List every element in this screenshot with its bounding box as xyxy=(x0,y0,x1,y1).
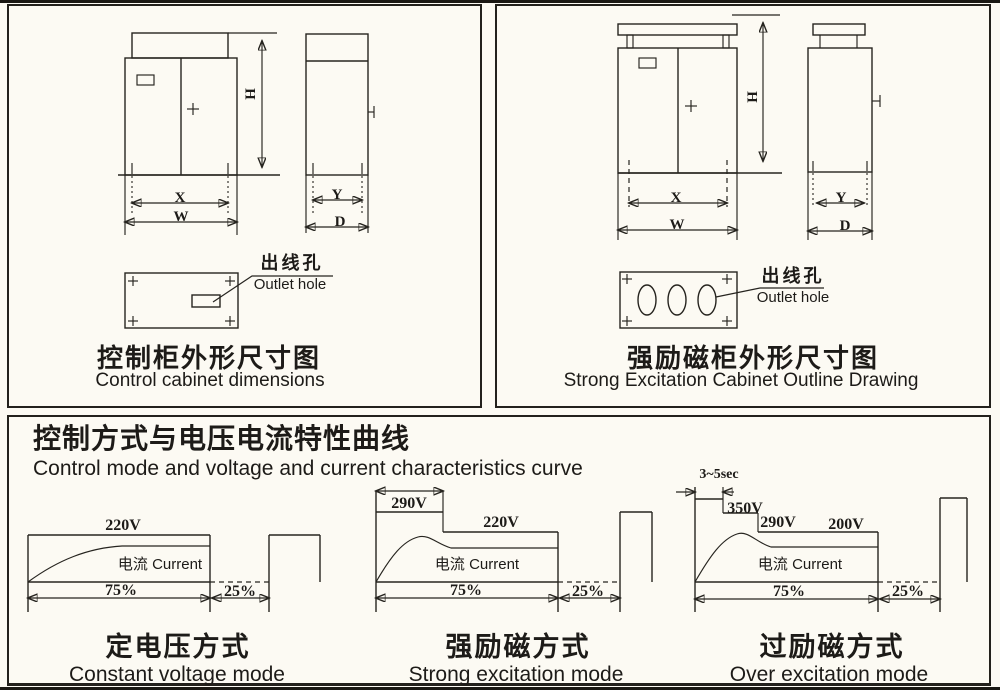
curves-panel xyxy=(7,415,991,686)
excitation-outlet-label-zh: 出线孔 xyxy=(761,266,825,286)
over-excitation-graph xyxy=(676,487,968,612)
control-side-view xyxy=(306,33,375,233)
excitation-dim-d-label: D xyxy=(839,218,851,234)
mode3-current-label: 电流 Current xyxy=(757,556,843,573)
excitation-dim-x-label: X xyxy=(670,190,682,206)
mode3-75pct-label: 75% xyxy=(773,583,805,600)
mode3-voltage-200v: 200V xyxy=(828,516,864,533)
curves-title-zh: 控制方式与电压电流特性曲线 xyxy=(33,423,411,454)
excitation-dim-w-label: W xyxy=(669,217,685,233)
excitation-outlet-label-en: Outlet hole xyxy=(756,289,830,306)
mode2-25pct-label: 25% xyxy=(572,583,604,600)
page-top-edge xyxy=(0,0,1000,3)
mode3-voltage-350v: 350V xyxy=(727,500,763,517)
control-dim-w-label: W xyxy=(173,209,189,225)
mode3-voltage-290v: 290V xyxy=(760,514,796,531)
page-bottom-edge xyxy=(0,687,1000,690)
control-front-view xyxy=(118,32,280,235)
mode2-name-en: Strong excitation mode xyxy=(408,663,624,686)
mode1-75pct-label: 75% xyxy=(105,582,137,599)
mode2-name-zh: 强励磁方式 xyxy=(445,632,591,662)
constant-voltage-graph xyxy=(28,534,321,612)
control-dim-d-label: D xyxy=(334,214,346,230)
excitation-front-view xyxy=(618,14,782,240)
excitation-panel-title-zh: 强励磁柜外形尺寸图 xyxy=(626,343,880,373)
mode1-current-label: 电流 Current xyxy=(117,556,203,573)
mode1-name-zh: 定电压方式 xyxy=(105,632,251,662)
excitation-bottom-view xyxy=(619,271,824,329)
control-panel-title-en: Control cabinet dimensions xyxy=(95,370,325,391)
control-panel-title-zh: 控制柜外形尺寸图 xyxy=(96,343,322,373)
mode1-25pct-label: 25% xyxy=(224,583,256,600)
strong-excitation-graph xyxy=(376,491,653,612)
mode2-voltage-220v: 220V xyxy=(483,514,519,531)
excitation-dim-y-label: Y xyxy=(835,190,847,206)
mode3-name-zh: 过励磁方式 xyxy=(759,632,905,662)
control-cabinet-panel xyxy=(7,4,482,408)
control-bottom-view xyxy=(124,272,333,329)
control-dim-x-label: X xyxy=(174,190,186,206)
mode2-voltage-290v: 290V xyxy=(391,495,427,512)
mode2-75pct-label: 75% xyxy=(450,582,482,599)
excitation-cabinet-panel xyxy=(495,4,991,408)
mode2-current-label: 电流 Current xyxy=(434,556,520,573)
control-outlet-label-en: Outlet hole xyxy=(253,276,327,293)
control-dim-h-label: H xyxy=(241,88,258,100)
excitation-dim-h-label: H xyxy=(743,91,760,103)
control-outlet-label-zh: 出线孔 xyxy=(260,253,324,273)
mode3-25pct-label: 25% xyxy=(892,583,924,600)
mode1-name-en: Constant voltage mode xyxy=(69,663,285,686)
mode3-duration-label: 3~5sec xyxy=(699,467,739,482)
control-dim-y-label: Y xyxy=(331,187,343,203)
curves-title-en: Control mode and voltage and current cha… xyxy=(33,457,583,480)
mode1-voltage-220v: 220V xyxy=(105,517,141,534)
excitation-panel-title-en: Strong Excitation Cabinet Outline Drawin… xyxy=(563,370,919,391)
mode3-name-en: Over excitation mode xyxy=(729,663,929,686)
excitation-side-view xyxy=(808,23,881,240)
